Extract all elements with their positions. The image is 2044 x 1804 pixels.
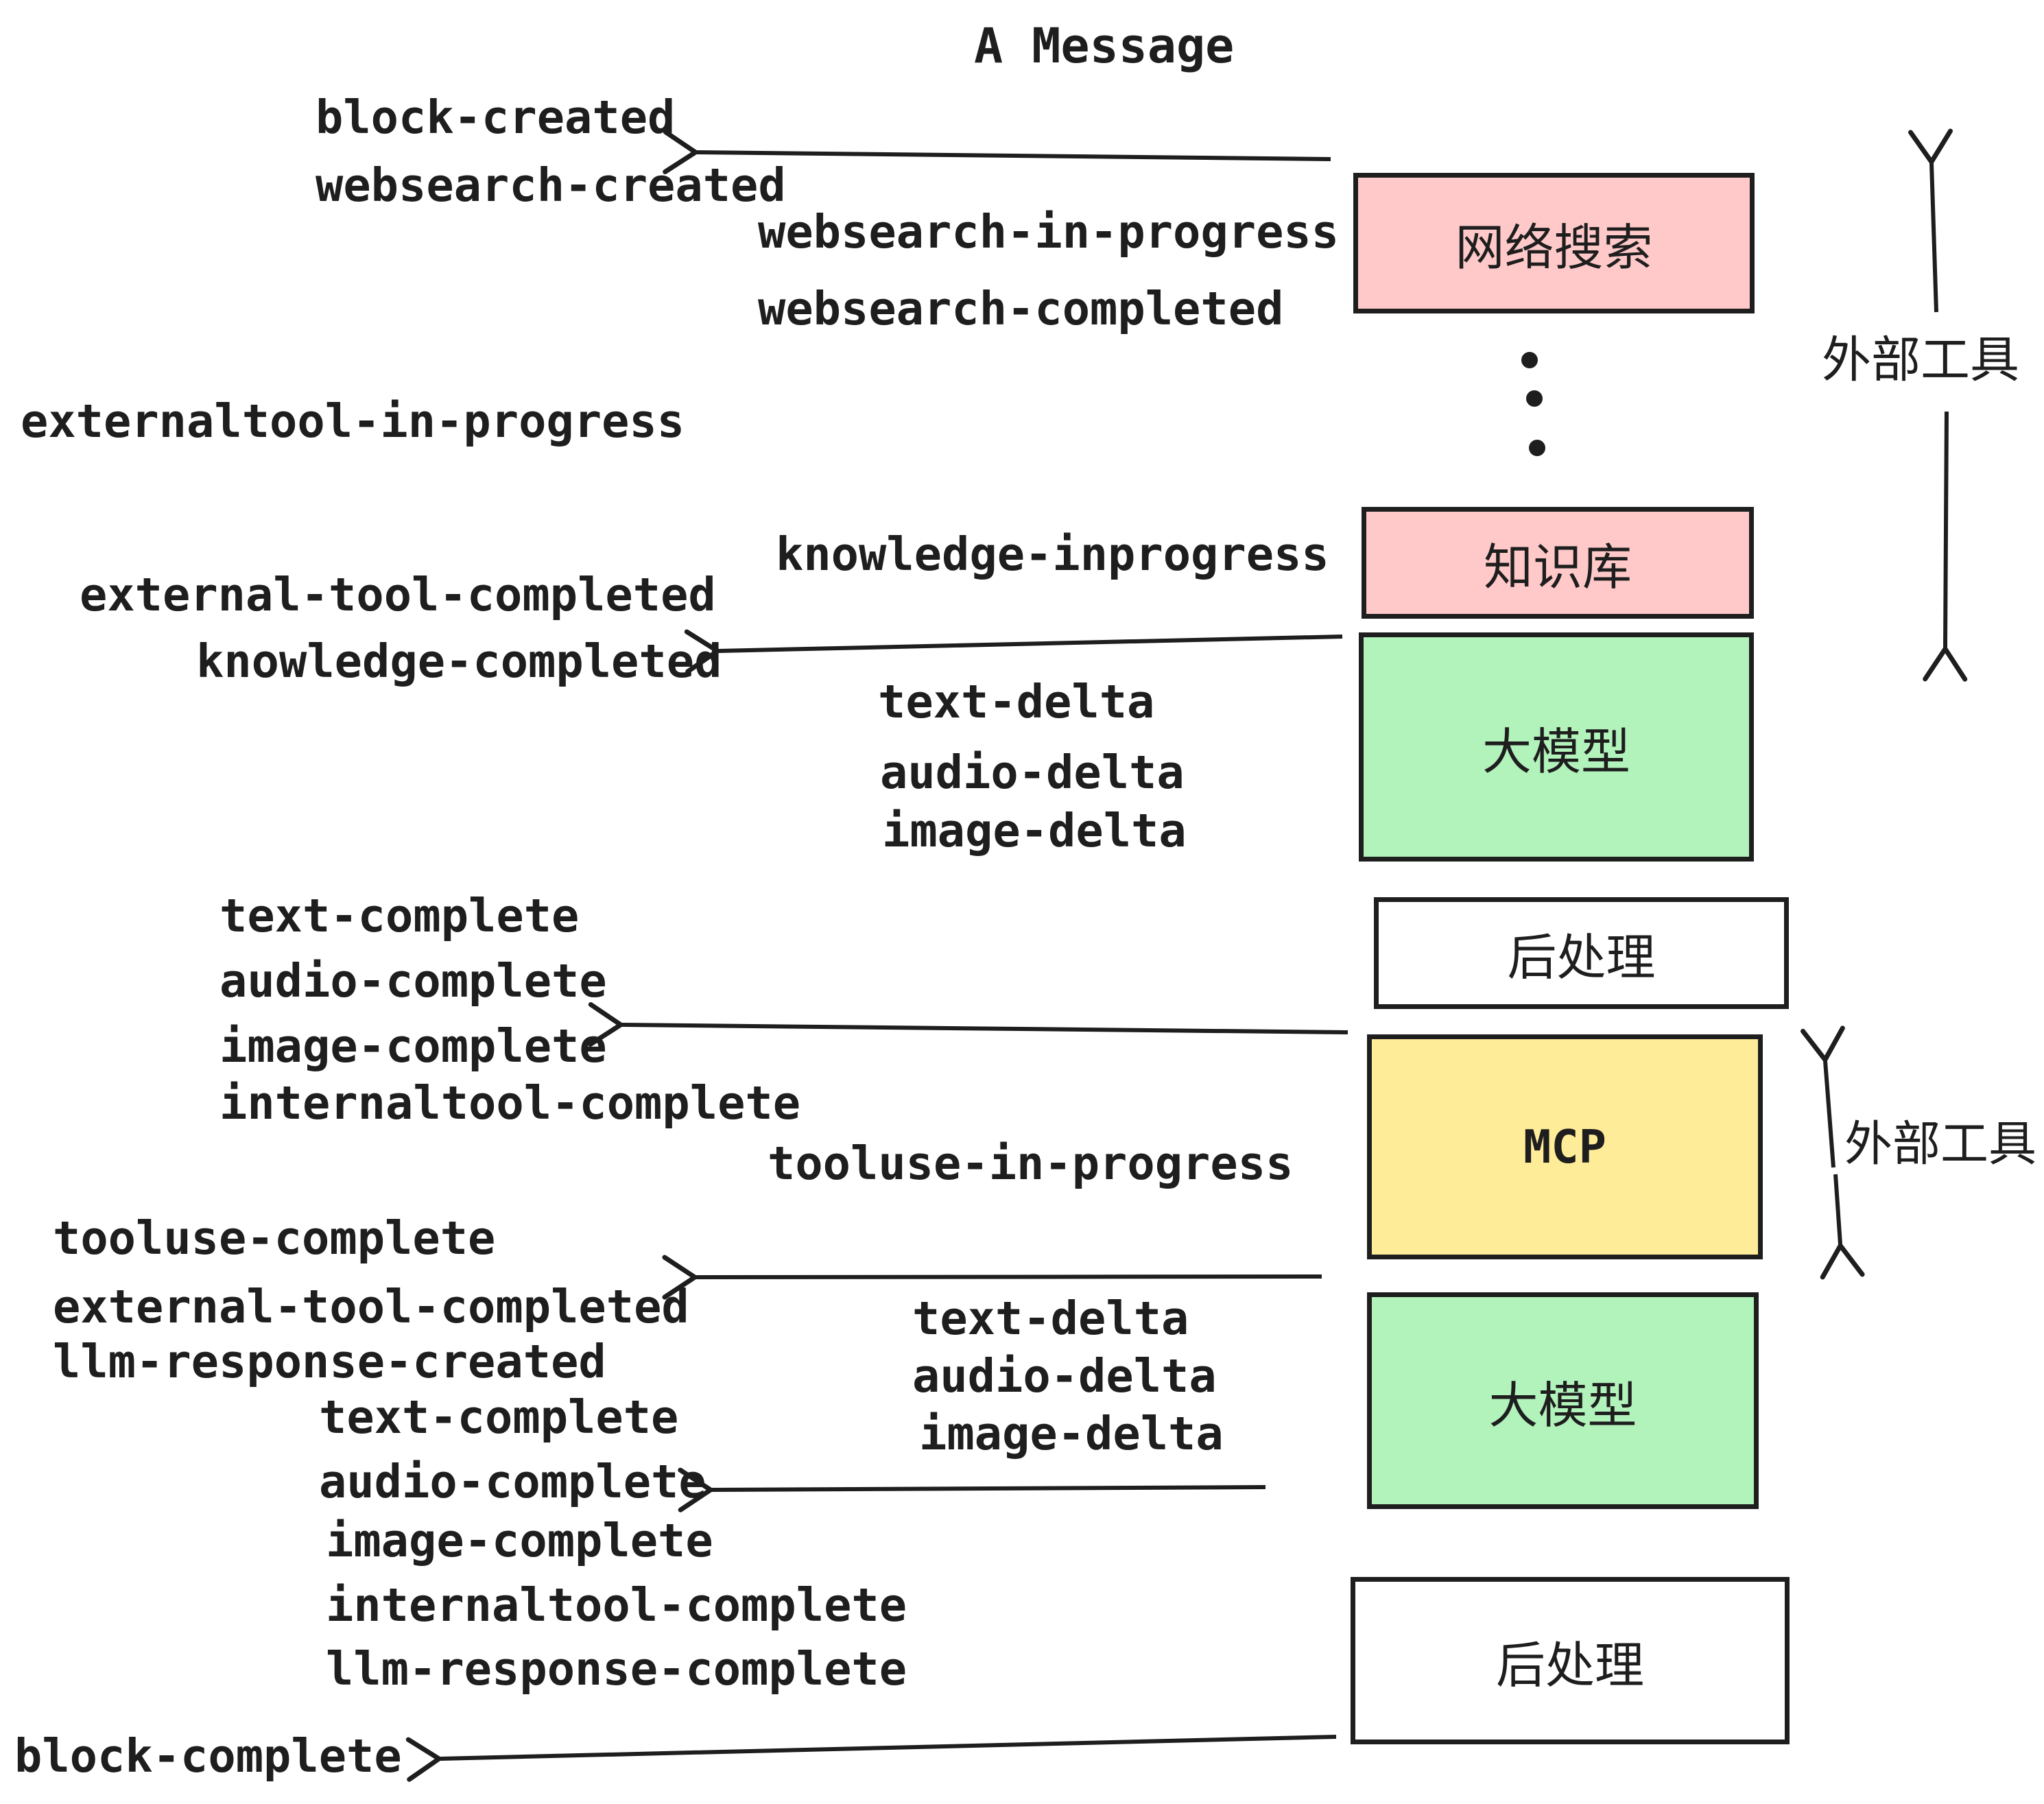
event-label-websearch-completed: websearch-completed bbox=[758, 282, 1284, 335]
event-label-audio-delta-2: audio-delta bbox=[912, 1349, 1217, 1403]
event-label-audio-complete-2: audio-complete bbox=[319, 1455, 706, 1508]
side-annotation-external-tools-1: 外部工具 bbox=[1822, 331, 2020, 389]
arrow-up-icon bbox=[1908, 128, 1953, 313]
arrow-up-icon bbox=[1801, 1025, 1845, 1168]
arrow-knowledge-completed bbox=[684, 629, 1343, 674]
event-label-audio-delta: audio-delta bbox=[880, 746, 1185, 799]
event-label-tooluse-in-progress: tooluse-in-progress bbox=[768, 1137, 1294, 1190]
event-label-image-delta: image-delta bbox=[882, 804, 1187, 857]
event-label-externaltool-in-progress: externaltool-in-progress bbox=[21, 394, 685, 448]
event-label-llm-response-created: llm-response-created bbox=[53, 1335, 606, 1388]
box-postprocess-1: 后处理 bbox=[1374, 897, 1789, 1009]
arrow-internal-complete bbox=[588, 1002, 1348, 1047]
event-label-external-tool-completed: external-tool-completed bbox=[80, 568, 716, 621]
event-label-knowledge-completed: knowledge-completed bbox=[196, 634, 722, 688]
box-websearch: 网络搜索 bbox=[1353, 173, 1755, 313]
side-annotation-external-tools-2: 外部工具 bbox=[1844, 1115, 2036, 1172]
event-label-text-complete-2: text-complete bbox=[319, 1390, 679, 1444]
event-label-image-complete: image-complete bbox=[219, 1019, 607, 1073]
box-llm-2-label: 大模型 bbox=[1488, 1376, 1637, 1434]
event-label-internaltool-complete: internaltool-complete bbox=[219, 1076, 801, 1130]
ellipsis-dot bbox=[1521, 352, 1538, 368]
box-llm-1-label: 大模型 bbox=[1482, 722, 1630, 781]
event-label-text-delta: text-delta bbox=[878, 675, 1155, 728]
box-knowledge: 知识库 bbox=[1362, 507, 1754, 619]
event-label-block-complete: block-complete bbox=[14, 1729, 402, 1783]
event-label-audio-complete: audio-complete bbox=[219, 954, 607, 1008]
box-postprocess-2-label: 后处理 bbox=[1495, 1636, 1644, 1694]
event-label-llm-response-complete: llm-response-complete bbox=[326, 1642, 907, 1696]
box-llm-2: 大模型 bbox=[1367, 1292, 1759, 1509]
event-label-image-delta-2: image-delta bbox=[919, 1407, 1224, 1460]
event-label-tooluse-complete: tooluse-complete bbox=[53, 1211, 496, 1265]
arrow-websearch-created bbox=[663, 130, 1331, 175]
arrow-down-icon bbox=[1820, 1174, 1865, 1280]
ellipsis-dot bbox=[1529, 440, 1545, 456]
box-llm-1: 大模型 bbox=[1359, 632, 1754, 862]
arrow-llm-complete bbox=[678, 1467, 1266, 1512]
box-postprocess-1-label: 后处理 bbox=[1507, 929, 1656, 986]
event-label-knowledge-inprogress: knowledge-inprogress bbox=[776, 527, 1329, 581]
event-label-image-complete-2: image-complete bbox=[326, 1514, 713, 1567]
arrow-down-icon bbox=[1923, 411, 1968, 682]
box-mcp-label: MCP bbox=[1523, 1120, 1606, 1174]
event-label-block-created: block-created bbox=[316, 91, 676, 144]
event-label-text-complete: text-complete bbox=[219, 889, 580, 942]
box-websearch-label: 网络搜索 bbox=[1455, 219, 1653, 276]
event-label-external-tool-completed-2: external-tool-completed bbox=[53, 1280, 689, 1333]
event-label-websearch-in-progress: websearch-in-progress bbox=[758, 205, 1340, 259]
ellipsis-dot bbox=[1526, 390, 1543, 407]
box-knowledge-label: 知识库 bbox=[1483, 538, 1632, 596]
event-label-internaltool-complete-2: internaltool-complete bbox=[326, 1578, 907, 1632]
event-label-websearch-created: websearch-created bbox=[316, 158, 786, 212]
event-label-text-delta-2: text-delta bbox=[912, 1292, 1189, 1345]
arrow-block-complete bbox=[405, 1735, 1337, 1782]
page-title: A Message bbox=[974, 18, 1235, 74]
box-postprocess-2: 后处理 bbox=[1351, 1577, 1790, 1744]
box-mcp: MCP bbox=[1367, 1034, 1763, 1259]
